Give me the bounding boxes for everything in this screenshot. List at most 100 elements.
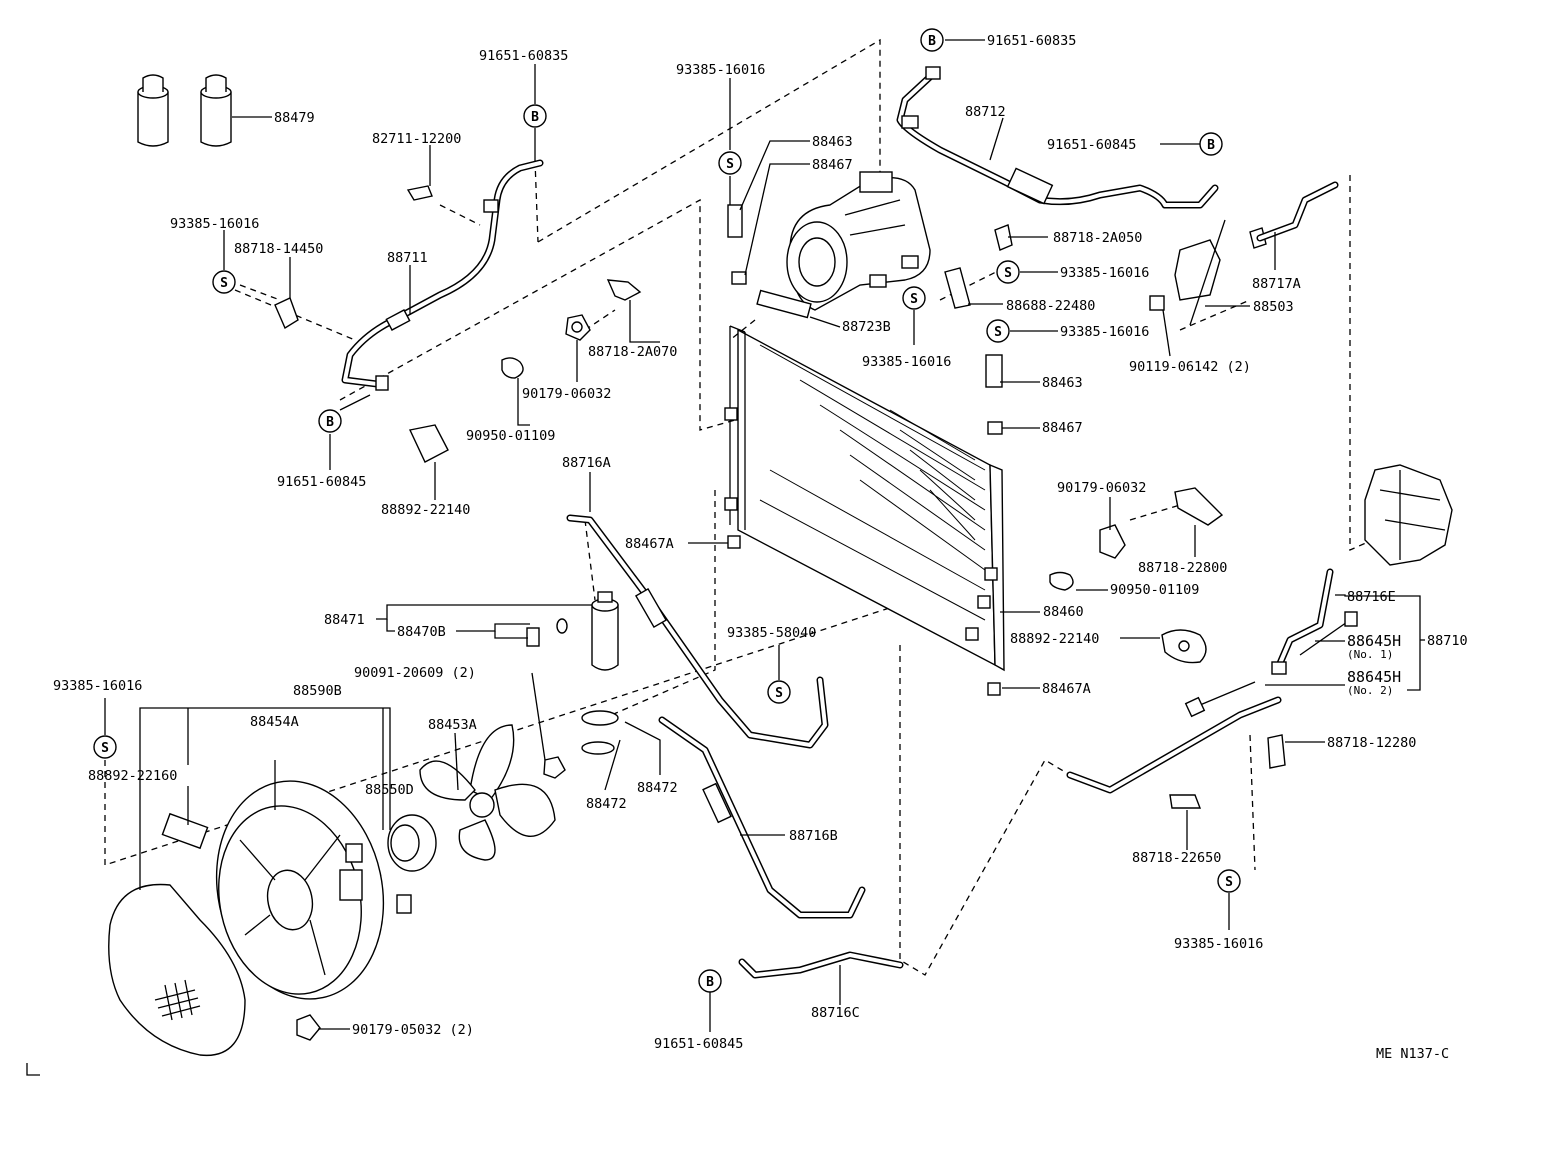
label-88645H-no2: 88645H <box>1347 668 1401 686</box>
shroud-grid <box>154 979 201 1021</box>
svg-text:S: S <box>994 325 1002 340</box>
svg-text:S: S <box>910 292 918 307</box>
evaporator-housing <box>1364 464 1453 566</box>
label-88892-22160: 88892-22160 <box>88 768 177 784</box>
label-93385-16016: 93385-16016 <box>862 354 951 370</box>
label-88645H-no2-sub: (No. 2) <box>1347 684 1393 697</box>
label-90091-20609: 90091-20609 (2) <box>354 665 476 681</box>
symbol-markers: B B B B B S S S S S S S S <box>93 28 1241 993</box>
label-88467: 88467 <box>1042 420 1083 436</box>
condenser-fins <box>759 344 986 621</box>
screw-marker-s: S <box>1217 869 1241 893</box>
bolt-marker-b: B <box>523 104 547 128</box>
label-88472: 88472 <box>637 780 678 796</box>
label-88453A: 88453A <box>428 717 477 733</box>
svg-text:S: S <box>101 741 109 756</box>
compressor <box>756 171 931 319</box>
bolt-marker-b: B <box>1199 132 1223 156</box>
label-91651-60835: 91651-60835 <box>479 48 568 64</box>
corner-mark <box>26 1063 40 1076</box>
fan-assembly <box>108 710 619 1057</box>
leader-lines <box>104 39 1425 1032</box>
condenser <box>724 325 1005 672</box>
bolt-marker-b: B <box>698 969 722 993</box>
svg-text:S: S <box>1004 266 1012 281</box>
label-88590B: 88590B <box>293 683 342 699</box>
label-93385-16016: 93385-16016 <box>1060 324 1149 340</box>
label-88460: 88460 <box>1043 604 1084 620</box>
label-88550D: 88550D <box>365 782 414 798</box>
label-88467: 88467 <box>812 157 853 173</box>
label-88718-22800: 88718-22800 <box>1138 560 1227 576</box>
label-88479: 88479 <box>274 110 315 126</box>
part-labels: 88479 82711-12200 91651-60835 93385-1601… <box>53 33 1468 1062</box>
label-88716B: 88716B <box>789 828 838 844</box>
label-88718-12280: 88718-12280 <box>1327 735 1416 751</box>
lower-pipes <box>566 514 1358 979</box>
bolt-marker-b: B <box>318 409 342 433</box>
label-90950-01109: 90950-01109 <box>466 428 555 444</box>
label-93385-16016: 93385-16016 <box>1060 265 1149 281</box>
pipe-88712 <box>896 66 1219 309</box>
label-88716E: 88716E <box>1347 589 1396 605</box>
label-88645H-no1: 88645H <box>1347 632 1401 650</box>
screw-marker-s: S <box>93 735 117 759</box>
label-88467A: 88467A <box>1042 681 1091 697</box>
label-88472: 88472 <box>586 796 627 812</box>
label-88718-22650: 88718-22650 <box>1132 850 1221 866</box>
label-88463: 88463 <box>812 134 853 150</box>
label-88503: 88503 <box>1253 299 1294 315</box>
label-91651-60845: 91651-60845 <box>277 474 366 490</box>
label-82711-12200: 82711-12200 <box>372 131 461 147</box>
dryer-cartridges <box>137 74 232 147</box>
label-93385-16016: 93385-16016 <box>1174 936 1263 952</box>
bolt-marker-b: B <box>920 28 944 52</box>
label-88712: 88712 <box>965 104 1006 120</box>
svg-text:S: S <box>775 686 783 701</box>
diagram-code: ME N137-C <box>1376 1046 1449 1062</box>
label-88470B: 88470B <box>397 624 446 640</box>
label-93385-16016: 93385-16016 <box>170 216 259 232</box>
label-90179-06032: 90179-06032 <box>522 386 611 402</box>
pipe-88711 <box>274 159 544 391</box>
label-88718-2A050: 88718-2A050 <box>1053 230 1142 246</box>
label-90179-06032: 90179-06032 <box>1057 480 1146 496</box>
small-fittings <box>408 181 1339 696</box>
label-88716A: 88716A <box>562 455 611 471</box>
svg-text:B: B <box>928 34 936 49</box>
label-88717A: 88717A <box>1252 276 1301 292</box>
label-88723B: 88723B <box>842 319 891 335</box>
label-91651-60835: 91651-60835 <box>987 33 1076 49</box>
label-93385-16016: 93385-16016 <box>53 678 142 694</box>
label-91651-60845: 91651-60845 <box>1047 137 1136 153</box>
label-88463: 88463 <box>1042 375 1083 391</box>
label-88471: 88471 <box>324 612 365 628</box>
label-93385-58040: 93385-58040 <box>727 625 816 641</box>
screw-marker-s: S <box>986 319 1010 343</box>
label-88711: 88711 <box>387 250 428 266</box>
screw-marker-s: S <box>767 680 791 704</box>
label-88467A: 88467A <box>625 536 674 552</box>
label-88645H-no1-sub: (No. 1) <box>1347 648 1393 661</box>
screw-marker-s: S <box>902 286 926 310</box>
label-88892-22140: 88892-22140 <box>1010 631 1099 647</box>
label-88718-14450: 88718-14450 <box>234 241 323 257</box>
label-90950-01109: 90950-01109 <box>1110 582 1199 598</box>
svg-text:S: S <box>726 157 734 172</box>
svg-text:S: S <box>220 276 228 291</box>
label-88688-22480: 88688-22480 <box>1006 298 1095 314</box>
svg-text:B: B <box>1207 138 1215 153</box>
label-88716C: 88716C <box>811 1005 860 1021</box>
screw-marker-s: S <box>718 151 742 175</box>
label-88454A: 88454A <box>250 714 299 730</box>
label-91651-60845: 91651-60845 <box>654 1036 743 1052</box>
label-90119-06142: 90119-06142 (2) <box>1129 359 1251 375</box>
svg-text:S: S <box>1225 875 1233 890</box>
svg-text:B: B <box>706 975 714 990</box>
svg-text:B: B <box>531 110 539 125</box>
label-90179-05032: 90179-05032 (2) <box>352 1022 474 1038</box>
svg-text:B: B <box>326 415 334 430</box>
label-88718-2A070: 88718-2A070 <box>588 344 677 360</box>
screw-marker-s: S <box>212 270 236 294</box>
